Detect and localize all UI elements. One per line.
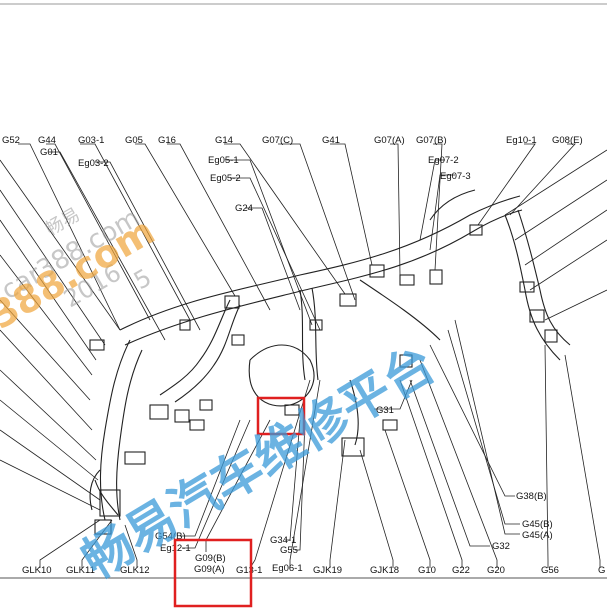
label-bottom-13: G (598, 565, 605, 576)
label-mid-1: G38(B) (516, 491, 547, 502)
label-mid-5: G34-1 (270, 535, 296, 546)
label-bottom-6: Eg06-1 (272, 563, 303, 574)
highlight-box-connector (256, 396, 306, 436)
label-top-8: G07(A) (374, 135, 405, 146)
label-bottom-5: G13-1 (236, 565, 262, 576)
label-bottom-0: GLK10 (22, 565, 52, 576)
harness-body (89, 189, 571, 535)
label-top-7: G41 (322, 135, 340, 146)
label-upper-3: Eg05-2 (210, 173, 241, 184)
watermark-blue: 畅易汽车维修平台 (72, 335, 445, 591)
label-bottom-8: GJK18 (370, 565, 399, 576)
label-bottom-9: G10 (418, 565, 436, 576)
label-top-5: G14 (215, 135, 233, 146)
highlight-box-labels (173, 538, 253, 608)
label-top-4: G16 (158, 135, 176, 146)
label-bottom-7: GJK19 (313, 565, 342, 576)
label-upper-2: Eg05-1 (208, 155, 239, 166)
label-upper-4: G24 (235, 203, 253, 214)
label-top-11: G08(E) (552, 135, 583, 146)
label-bottom-10: G22 (452, 565, 470, 576)
watermark-cn-big: 畅易汽车维修平台 (72, 335, 445, 591)
leader-lines (0, 143, 607, 569)
label-bottom-12: G56 (541, 565, 559, 576)
label-mid-7: G54(B) (155, 531, 186, 542)
label-top-1: G44 (38, 135, 56, 146)
label-top-3: G05 (125, 135, 143, 146)
label-mid-0: G31 (376, 405, 394, 416)
label-mid-6: G55 (280, 545, 298, 556)
label-top-9: G07(B) (416, 135, 447, 146)
label-bottom-3: G09(B) (195, 553, 226, 564)
connector-labels: G52 G44 G03-1 G05 G16 G14 G07(C) G41 G07… (2, 135, 605, 576)
label-bottom-4: G09(A) (194, 564, 225, 575)
label-top-10: Eg10-1 (506, 135, 537, 146)
label-mid-3: G45(A) (522, 530, 553, 541)
label-upper-0: G01 (40, 147, 58, 158)
label-bottom-2: GLK12 (120, 565, 150, 576)
label-upper-6: Eg07-3 (440, 171, 471, 182)
label-top-0: G52 (2, 135, 20, 146)
label-upper-1: Eg03-2 (78, 158, 109, 169)
label-top-6: G07(C) (262, 135, 293, 146)
label-mid-2: G45(B) (522, 519, 553, 530)
label-bottom-11: G20 (487, 565, 505, 576)
label-mid-4: G32 (492, 541, 510, 552)
label-top-2: G03-1 (78, 135, 104, 146)
watermark-phone-2: 5 (129, 263, 156, 295)
label-upper-5: Eg07-2 (428, 155, 459, 166)
label-bottom-1: GLK11 (66, 565, 95, 576)
